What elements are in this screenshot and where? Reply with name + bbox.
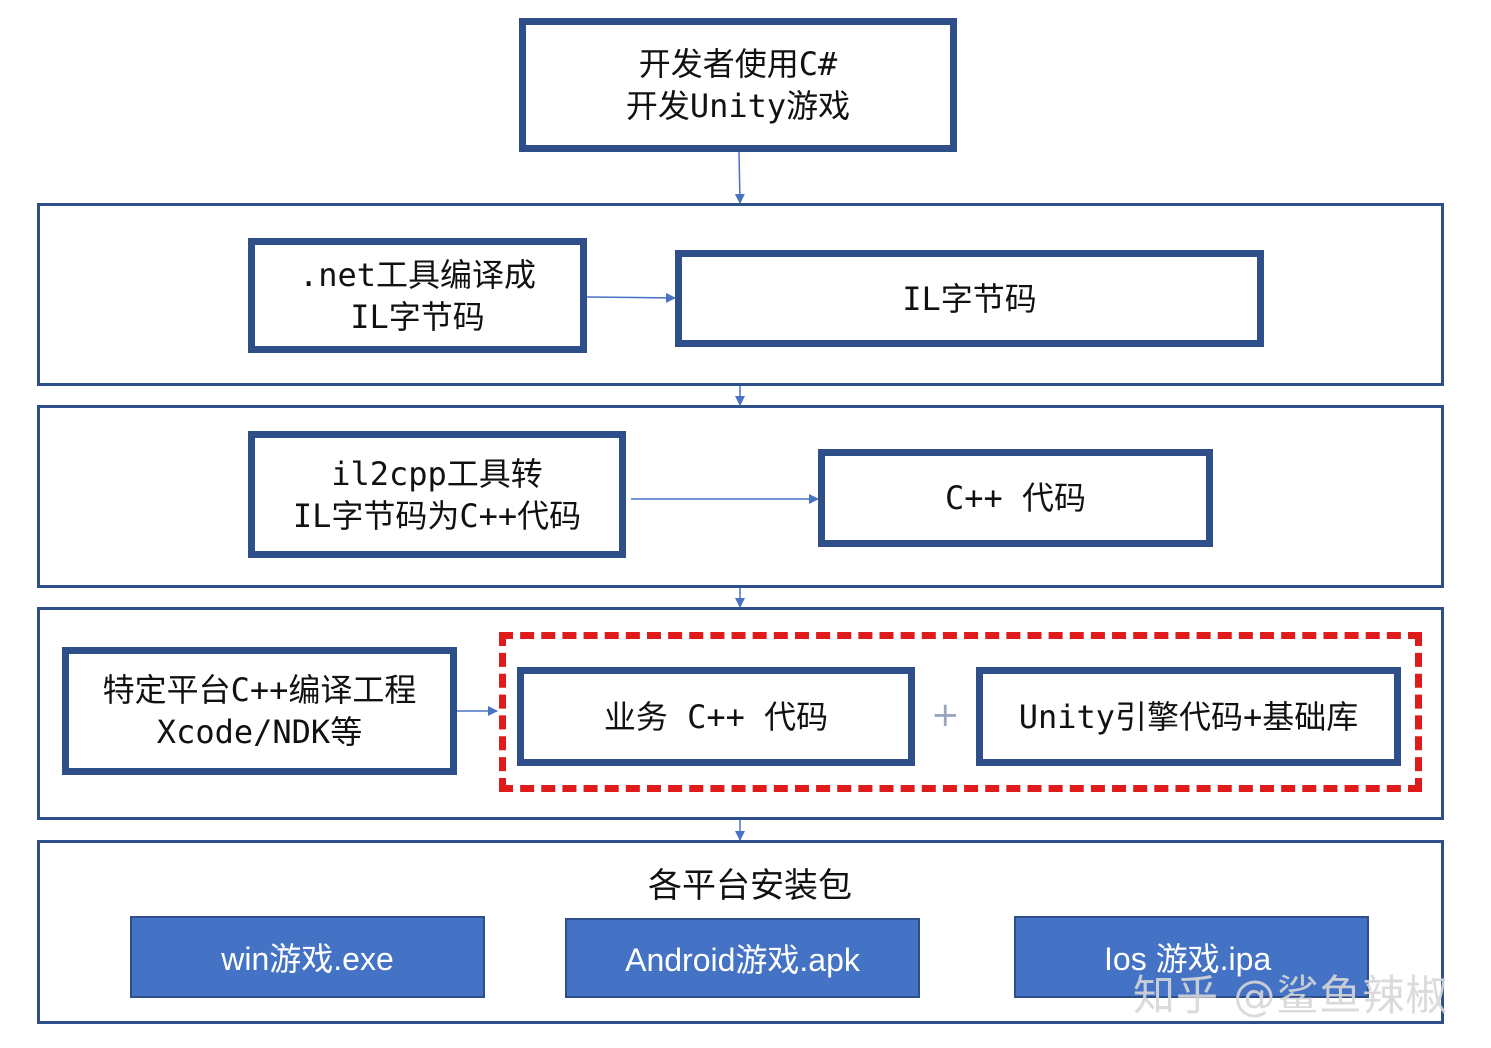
- engine-code-label: Unity引擎代码+基础库: [1018, 697, 1359, 736]
- business-cpp-code-box: 业务 C++ 代码: [517, 667, 915, 766]
- developer-box-line2: 开发Unity游戏: [625, 87, 851, 125]
- zhihu-watermark: 知乎 @鲨鱼辣椒: [1133, 971, 1449, 1020]
- dotnet-compile-line2: IL字节码: [350, 297, 485, 336]
- highlight-dashed-frame: [499, 632, 1422, 792]
- package-android: Android游戏.apk: [565, 918, 920, 998]
- package-windows: win游戏.exe: [130, 916, 485, 998]
- developer-box-line1: 开发者使用C#: [638, 45, 838, 83]
- platform-build-box: 特定平台C++编译工程 Xcode/NDK等: [62, 647, 457, 775]
- cpp-code-box: C++ 代码: [818, 449, 1213, 547]
- il-bytecode-box: IL字节码: [675, 250, 1264, 347]
- platform-build-line1: 特定平台C++编译工程: [102, 671, 417, 709]
- engine-code-box: Unity引擎代码+基础库: [976, 667, 1401, 766]
- il2cpp-convert-line2: IL字节码为C++代码: [292, 496, 582, 535]
- plus-sign: +: [931, 695, 960, 735]
- arrow-developer-to-compile: [734, 151, 745, 204]
- dotnet-compile-box: .net工具编译成 IL字节码: [248, 238, 587, 353]
- dotnet-compile-line1: .net工具编译成: [298, 255, 537, 294]
- packages-title: 各平台安装包: [648, 866, 852, 906]
- business-cpp-code-label: 业务 C++ 代码: [603, 697, 829, 736]
- il-bytecode-label: IL字节码: [902, 279, 1037, 318]
- il2cpp-convert-line1: il2cpp工具转: [331, 454, 543, 493]
- package-ios: Ios 游戏.ipa: [1014, 916, 1369, 998]
- platform-build-line2: Xcode/NDK等: [156, 713, 363, 751]
- cpp-code-label: C++ 代码: [944, 479, 1087, 517]
- developer-csharp-box: 开发者使用C# 开发Unity游戏: [519, 18, 957, 152]
- il2cpp-convert-box: il2cpp工具转 IL字节码为C++代码: [248, 431, 626, 558]
